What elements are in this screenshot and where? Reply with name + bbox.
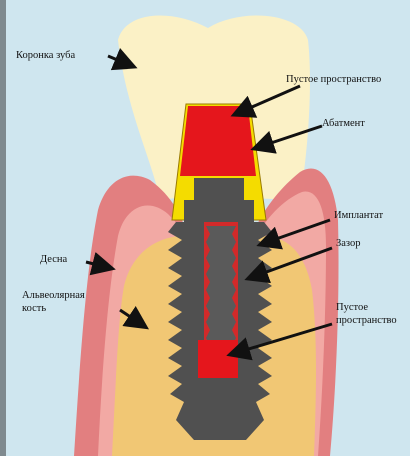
label-bone-line2: кость	[22, 303, 46, 314]
abutment-post	[184, 178, 254, 222]
bottom-void	[198, 340, 238, 378]
label-implant: Имплантат	[334, 210, 383, 221]
left-border	[0, 0, 6, 456]
label-crown: Коронка зуба	[16, 50, 75, 61]
label-gum: Десна	[40, 254, 67, 265]
label-void-bottom-line1: Пустое	[336, 302, 368, 313]
abutment	[172, 104, 266, 222]
label-abutment: Абатмент	[322, 118, 365, 129]
label-bone-line1: Альвеолярная	[22, 290, 85, 301]
label-gap: Зазор	[336, 238, 361, 249]
label-void-top: Пустое пространство	[286, 74, 381, 85]
top-void	[196, 106, 242, 128]
label-void-bottom-line2: пространство	[336, 315, 397, 326]
implant-screw	[168, 222, 272, 440]
